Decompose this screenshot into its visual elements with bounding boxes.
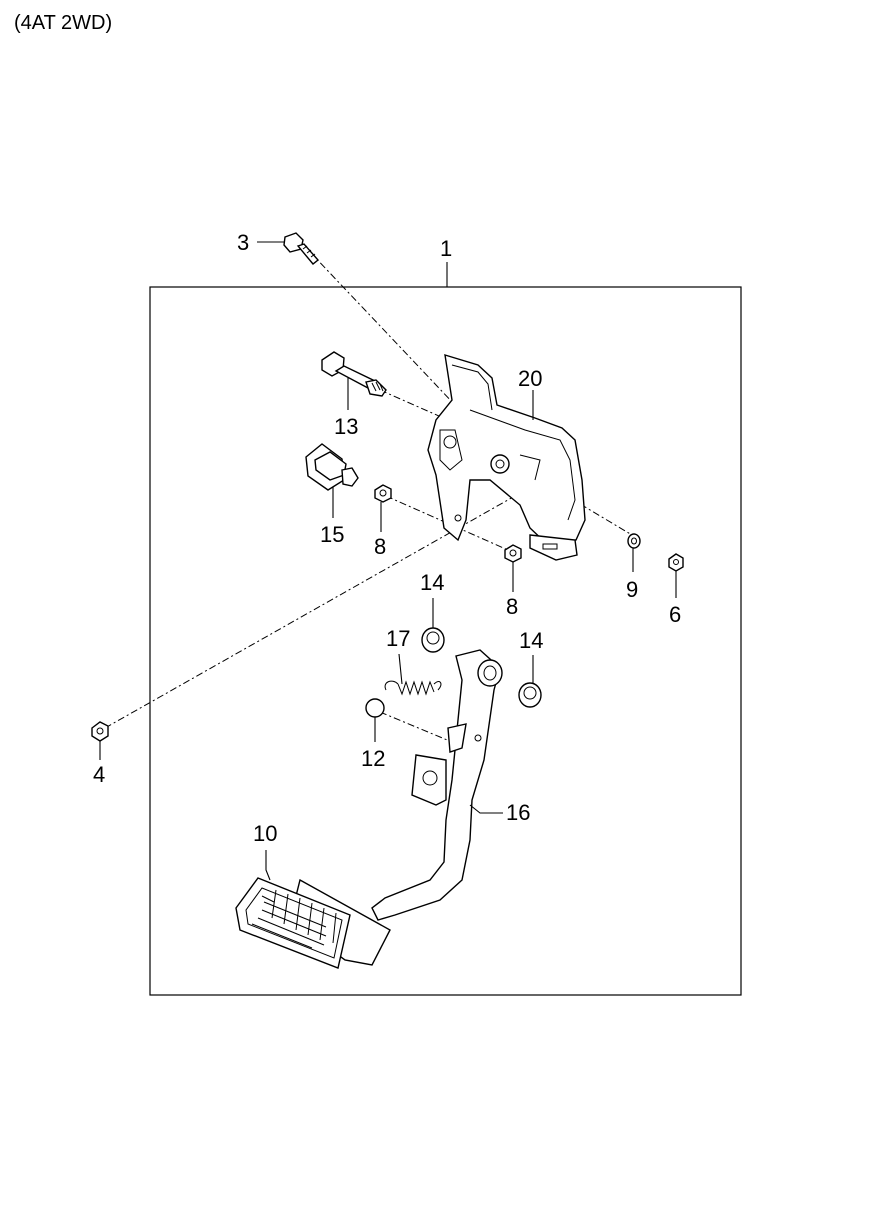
callout-17: 17 <box>386 626 410 651</box>
part-20-pedal-bracket[interactable] <box>427 354 586 561</box>
part-12-stopper[interactable] <box>365 698 385 718</box>
variant-header: (4AT 2WD) <box>14 12 113 34</box>
callout-13: 13 <box>334 414 358 439</box>
part-4-nut[interactable] <box>91 721 109 742</box>
callout-8-a: 8 <box>374 534 386 559</box>
callout-9: 9 <box>626 577 638 602</box>
part-15-stop-lamp-switch[interactable] <box>305 443 359 491</box>
part-14-bushing-b[interactable] <box>518 682 542 708</box>
part-8-nut-b[interactable] <box>504 544 522 563</box>
callout-leaders <box>99 241 677 881</box>
part-6-nut[interactable] <box>668 553 684 572</box>
callout-15: 15 <box>320 522 344 547</box>
callout-20: 20 <box>518 366 542 391</box>
callout-4: 4 <box>93 762 105 787</box>
part-16-pedal-arm[interactable] <box>371 649 503 921</box>
part-10-pedal-pad[interactable] <box>235 877 391 969</box>
callout-1: 1 <box>440 236 452 261</box>
callout-12: 12 <box>361 746 385 771</box>
callout-16: 16 <box>506 800 530 825</box>
assembly-frame <box>149 286 742 996</box>
callout-8-b: 8 <box>506 594 518 619</box>
part-9-washer[interactable] <box>627 533 641 549</box>
callout-14-a: 14 <box>420 570 444 595</box>
callout-10: 10 <box>253 821 277 846</box>
part-17-return-spring[interactable] <box>384 680 442 696</box>
part-14-bushing-a[interactable] <box>421 627 445 653</box>
part-8-nut-a[interactable] <box>374 484 392 503</box>
part-3-bolt[interactable] <box>283 232 320 265</box>
callout-14-b: 14 <box>519 628 543 653</box>
callout-3: 3 <box>237 230 249 255</box>
part-13-pivot-bolt[interactable] <box>321 351 387 397</box>
callout-6: 6 <box>669 602 681 627</box>
